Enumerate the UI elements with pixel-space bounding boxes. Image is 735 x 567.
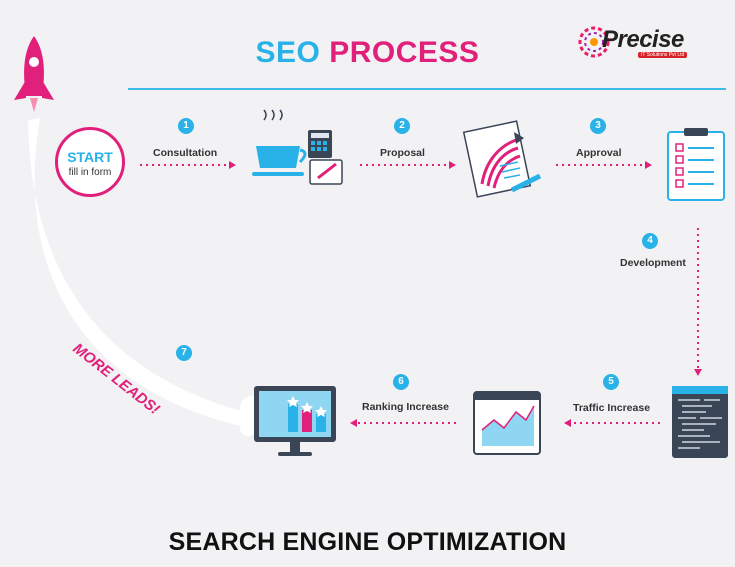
logo-tagline: IT Solutions Pvt Ltd	[638, 52, 688, 58]
step-3-label: Approval	[576, 147, 622, 159]
step-7-number: 7	[176, 345, 192, 361]
title-rule	[128, 88, 726, 90]
step-5-label: Traffic Increase	[573, 402, 651, 414]
step-2-number: 2	[394, 118, 410, 134]
step-3-number: 3	[590, 118, 606, 134]
step-2-label: Proposal	[380, 147, 425, 159]
coffee-cup-icon	[252, 109, 307, 176]
title-seo: SEO	[255, 36, 321, 69]
title-process: PROCESS	[329, 36, 480, 69]
monitor-ranking-icon	[254, 386, 336, 456]
arrow-heads	[229, 161, 702, 427]
page-title: SEO PROCESS	[0, 36, 735, 70]
code-screen-icon	[672, 386, 728, 458]
logo-swirl-icon	[578, 26, 610, 58]
brand-logo: Precise IT Solutions Pvt Ltd	[572, 20, 722, 68]
step-1-number: 1	[178, 118, 194, 134]
rocket-icon	[14, 36, 54, 112]
step-4-number: 4	[642, 233, 658, 249]
step-1-label: Consultation	[153, 147, 218, 159]
logo-word: Precise	[602, 26, 684, 53]
dotted-arrows	[140, 164, 699, 424]
checklist-icon	[667, 128, 725, 201]
start-title: START	[67, 149, 113, 165]
start-node: START fill in form	[55, 127, 125, 197]
calculator-icon	[308, 130, 343, 185]
step-4-label: Development	[620, 257, 686, 269]
document-rocket-icon	[462, 120, 542, 198]
step-6-label: Ranking Increase	[362, 401, 449, 413]
step-6-number: 6	[393, 374, 409, 390]
step-5-number: 5	[603, 374, 619, 390]
start-subtitle: fill in form	[68, 167, 112, 178]
chart-window-icon	[473, 391, 541, 455]
footer-title: SEARCH ENGINE OPTIMIZATION	[168, 528, 567, 556]
